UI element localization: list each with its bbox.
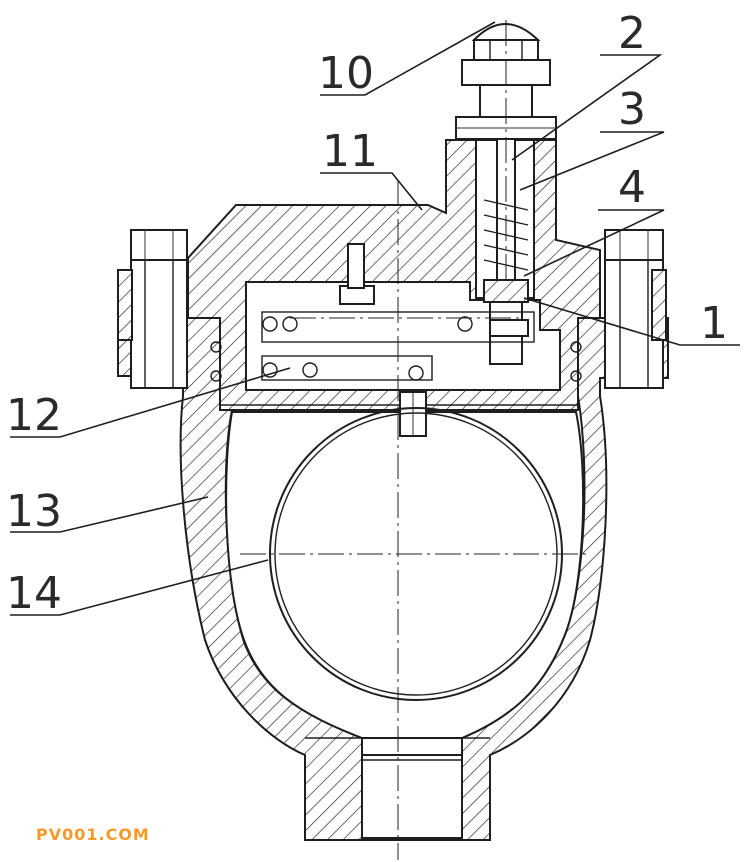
centerlines [240,180,590,860]
callout-13: 13 [6,486,62,537]
callout-11: 11 [322,126,378,177]
top-screw-assembly [455,20,557,365]
leader-lines [10,21,740,616]
callout-3: 3 [618,84,646,135]
callout-2: 2 [618,8,646,59]
callout-1: 1 [700,298,728,349]
valve-body [117,317,669,841]
callout-4: 4 [618,162,646,213]
callout-10: 10 [318,48,374,99]
right-flange-bolt [604,229,667,389]
valve-cover [187,139,601,411]
callout-14: 14 [6,568,62,619]
callout-12: 12 [6,390,62,441]
watermark: PV001.COM [36,825,150,844]
o-rings [210,341,582,382]
callout-labels: 10 2 3 11 4 1 12 13 14 [6,8,728,619]
left-flange-bolt [117,229,188,389]
